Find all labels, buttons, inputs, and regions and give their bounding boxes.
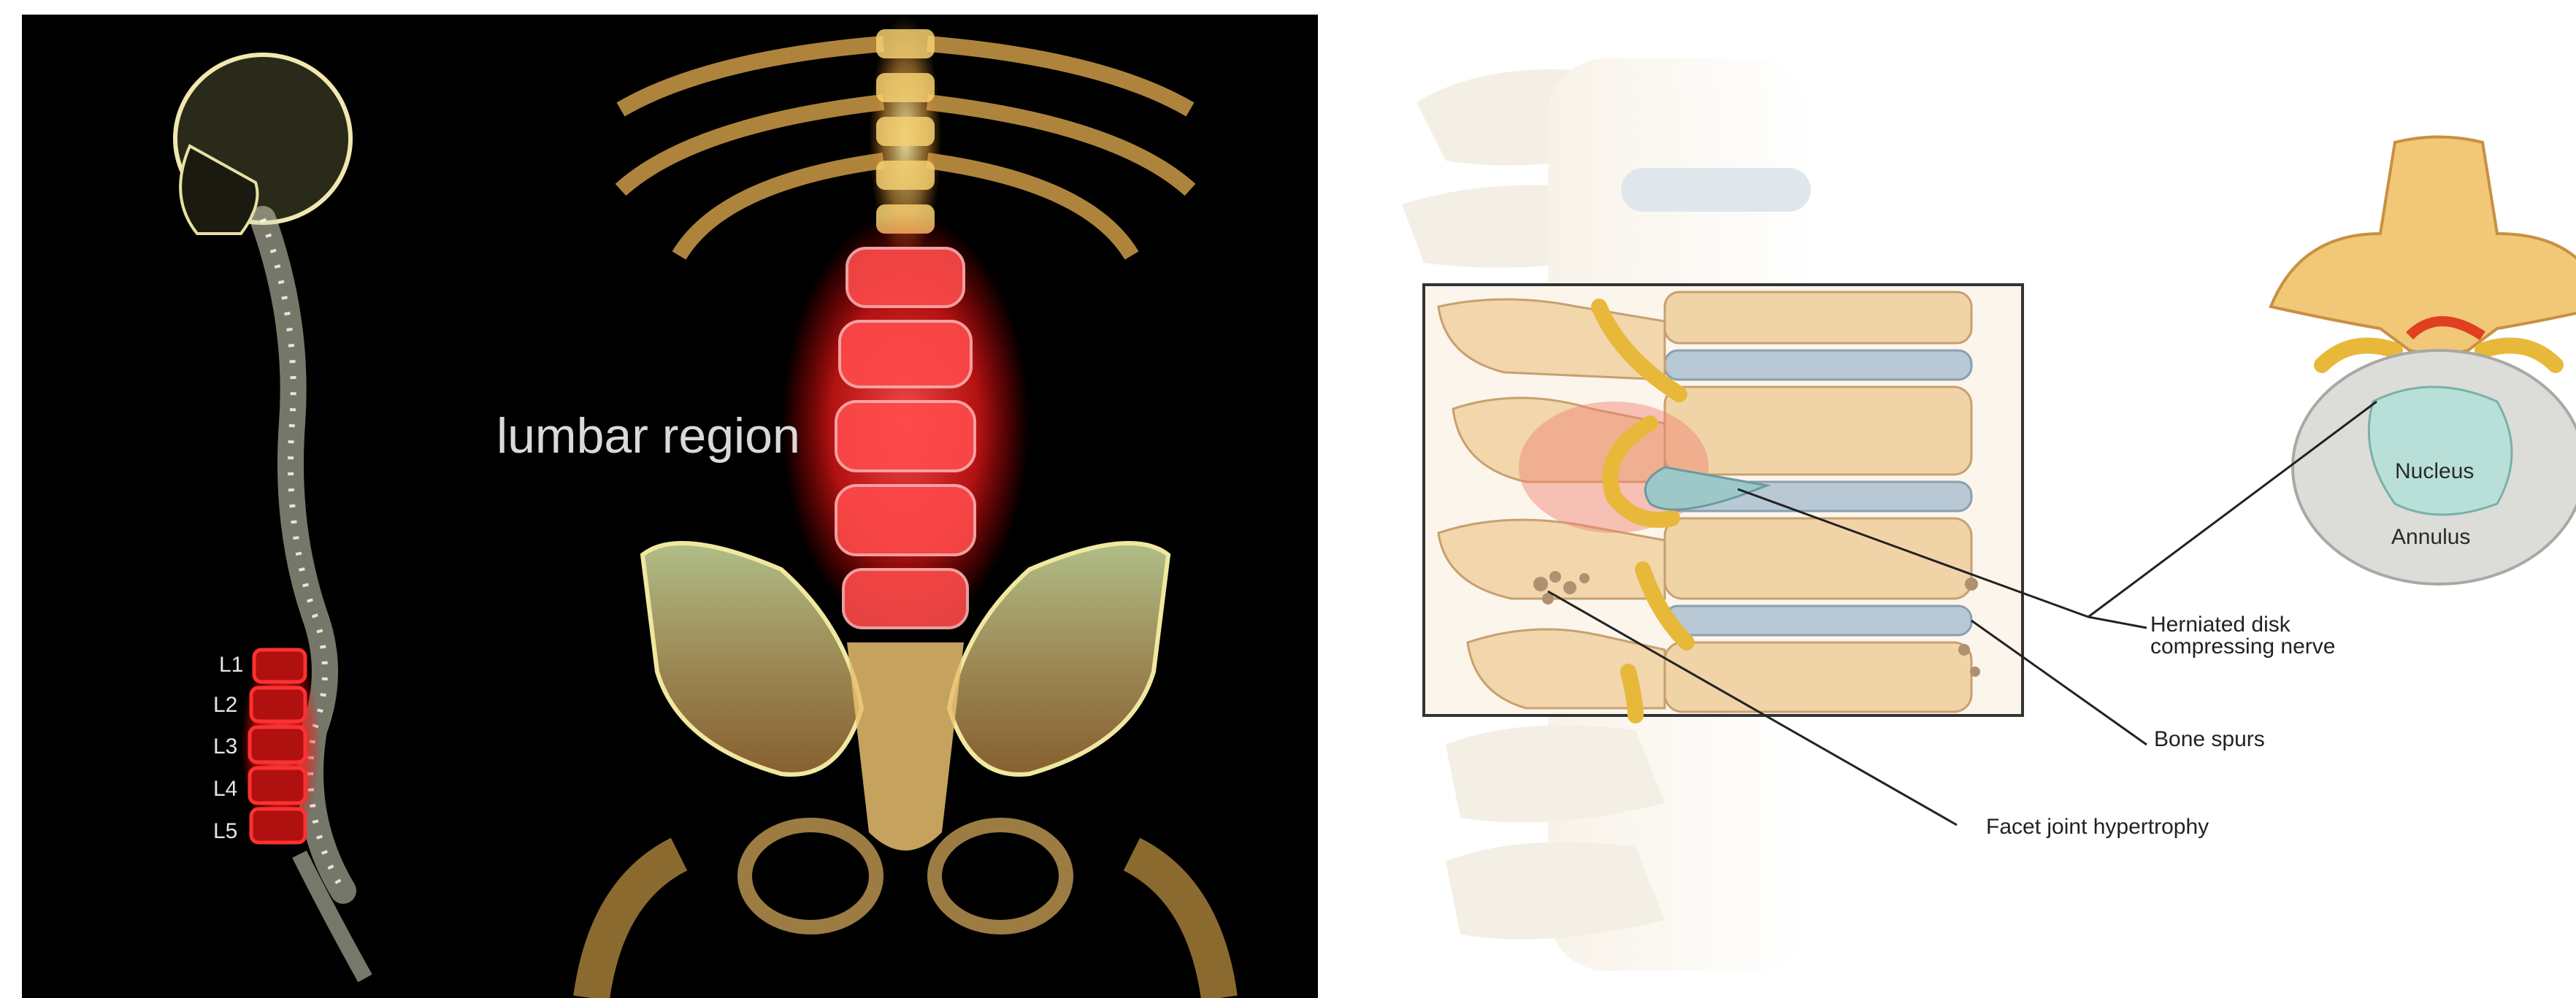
sacrum (847, 642, 964, 851)
nucleus (2369, 387, 2512, 515)
spine-anatomy-illustration: Nucleus Annulus Herniated disk compressi… (1358, 15, 2576, 998)
vertebra-label-l3: L3 (213, 734, 237, 759)
callout-herniated-disk-line2: compressing nerve (2150, 634, 2335, 659)
callout-facet-joint-hypertrophy: Facet joint hypertrophy (1986, 815, 2209, 839)
side-skeleton: L1 L2 L3 L4 L5 (175, 55, 365, 978)
callout-bone-spurs: Bone spurs (2154, 727, 2265, 751)
lumbar-spine-xray-image: L1 L2 L3 L4 L5 (22, 15, 1318, 998)
annulus-label: Annulus (2391, 525, 2470, 549)
lumbar-region-label: lumbar region (497, 408, 800, 464)
front-torso-skeleton (591, 15, 1219, 998)
axial-vertebra-view: Nucleus Annulus (2271, 137, 2576, 585)
vertebra-label-l2: L2 (213, 693, 237, 717)
nucleus-label: Nucleus (2395, 459, 2474, 483)
vertebra-label-l4: L4 (213, 777, 237, 801)
callout-herniated-disk-line1: Herniated disk (2150, 613, 2291, 637)
skeleton-illustration: L1 L2 L3 L4 L5 (22, 15, 1318, 998)
vertebra-label-l1: L1 (219, 653, 243, 677)
herniated-disk-diagram: Nucleus Annulus Herniated disk compressi… (1358, 15, 2576, 998)
vertebra-label-l5: L5 (213, 819, 237, 843)
